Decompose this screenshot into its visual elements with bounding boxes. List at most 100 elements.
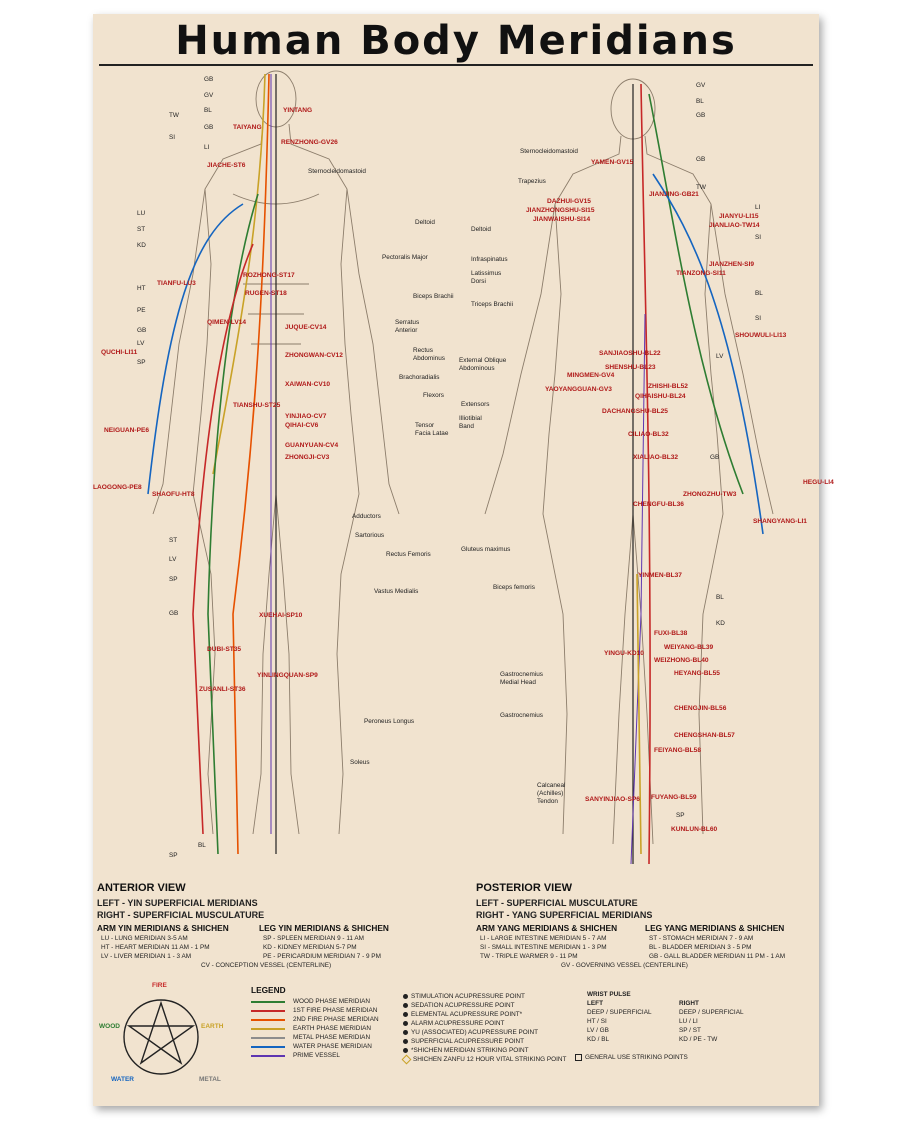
leg-yang-line: BL - BLADDER MERIDIAN 3 - 5 PM: [649, 944, 752, 951]
legend-swatch: [251, 1028, 285, 1030]
acupressure-point: QIHAI-CV6: [285, 422, 319, 429]
arm-yin-line: LU - LUNG MERIDIAN 3-5 AM: [101, 935, 188, 942]
element-water: WATER: [111, 1076, 134, 1083]
acupressure-point: HEGU-LI4: [803, 479, 834, 486]
muscle-label: Sartorious: [355, 532, 385, 539]
acupressure-point: CILIAO-BL32: [628, 431, 669, 438]
legend-swatch: [251, 1019, 285, 1021]
acupressure-point: FEIYANG-BL58: [654, 747, 702, 754]
acupressure-point: WEIYANG-BL39: [664, 644, 714, 651]
legend-meridian-label: METAL PHASE MERIDIAN: [293, 1034, 371, 1041]
acupressure-point: JIANLIAO-TW14: [709, 222, 760, 229]
legend-point-row: YU (ASSOCIATED) ACUPRESSURE POINT: [403, 1029, 538, 1036]
acupressure-point: YINTANG: [283, 107, 313, 114]
acupressure-point: CHENGJIN-BL56: [674, 705, 727, 712]
acupressure-point: DAZHUI-GV15: [547, 198, 591, 205]
acupressure-point: ZHONGJI-CV3: [285, 454, 330, 461]
legend-point-label: SEDATION ACUPRESSURE POINT: [411, 1002, 515, 1009]
acupressure-point: XAIWAN-CV10: [285, 381, 331, 388]
legend-point-label: YU (ASSOCIATED) ACUPRESSURE POINT: [411, 1029, 539, 1036]
element-wood: WOOD: [99, 1023, 120, 1030]
meridian-code: LV: [716, 353, 724, 360]
point-marker-icon: [403, 1002, 408, 1008]
meridian-code: GB: [696, 156, 706, 163]
legend-point-row: ELEMENTAL ACUPRESSURE POINT*: [403, 1011, 522, 1018]
acupressure-point: YAMEN-GV15: [591, 159, 634, 166]
general-point-label: GENERAL USE STRIKING POINTS: [585, 1054, 688, 1062]
wrist-pulse-heading: WRIST PULSE: [587, 991, 631, 998]
wrist-pulse-left-heading: LEFT: [587, 1000, 603, 1007]
acupressure-point: DUBI-ST35: [207, 646, 242, 653]
arm-yang-line: SI - SMALL INTESTINE MERIDIAN 1 - 3 PM: [480, 944, 607, 951]
muscle-label: Triceps Brachii: [471, 301, 514, 308]
acupressure-point: QUCHI-LI11: [101, 349, 138, 356]
meridian-code: GB: [204, 76, 214, 83]
acupressure-point: TAIYANG: [233, 124, 262, 131]
acupressure-point: FUXI-BL38: [654, 630, 688, 637]
gv-line: GV - GOVERNING VESSEL (CENTERLINE): [561, 962, 688, 969]
arm-yin-line: LV - LIVER MERIDIAN 1 - 3 AM: [101, 953, 192, 960]
acupressure-point: MINGMEN-GV4: [567, 372, 615, 379]
posterior-view-line2: RIGHT - YANG SUPERFICIAL MERIDIANS: [476, 910, 653, 920]
square-icon: [575, 1054, 582, 1061]
meridian-code: LV: [169, 556, 177, 563]
legend-point-label: ELEMENTAL ACUPRESSURE POINT*: [411, 1011, 523, 1018]
poster: Human Body Meridians: [93, 14, 834, 1106]
legend-point-row: SHICHEN ZANFU 12 HOUR VITAL STRIKING POI…: [401, 1054, 567, 1065]
meridian-code: SP: [169, 852, 178, 859]
muscle-label: Extensors: [461, 401, 490, 408]
meridian-code: LI: [755, 204, 761, 211]
meridian-code: GB: [137, 327, 147, 334]
acupressure-point: JIANWAISHU-SI14: [533, 216, 591, 223]
meridian-code: BL: [755, 290, 763, 297]
legend-point-label: STIMULATION ACUPRESSURE POINT: [411, 993, 525, 1000]
muscle-label: Rectus Abdominus: [413, 347, 445, 362]
acupressure-point: YINMEN-BL37: [638, 572, 682, 579]
legend-heading: LEGEND: [251, 985, 286, 995]
leg-yang-line: ST - STOMACH MERIDIAN 7 - 9 AM: [649, 935, 754, 942]
general-use-striking-points: GENERAL USE STRIKING POINTS: [575, 1054, 688, 1061]
muscle-label: Pectoralis Major: [382, 254, 428, 261]
muscle-label: Infraspinatus: [471, 256, 508, 263]
legend-meridian-label: WATER PHASE MERIDIAN: [293, 1043, 372, 1050]
acupressure-point: LAOGONG-PE8: [93, 484, 142, 491]
anterior-figure: [152, 70, 400, 854]
acupressure-point: XIALIAO-BL32: [633, 454, 679, 461]
legend-point-label: ALARM ACUPRESSURE POINT: [411, 1020, 505, 1027]
muscle-label: Tensor Facia Latae: [415, 422, 449, 437]
arm-yin-heading: ARM YIN MERIDIANS & SHICHEN: [97, 923, 229, 933]
meridian-code: LU: [137, 210, 146, 217]
legend-point-label: SHICHEN ZANFU 12 HOUR VITAL STRIKING POI…: [413, 1056, 567, 1064]
legend-point-row: STIMULATION ACUPRESSURE POINT: [403, 993, 525, 1000]
meridian-code: BL: [696, 98, 704, 105]
element-metal: METAL: [199, 1076, 221, 1083]
muscle-label: Adductors: [352, 513, 381, 520]
muscle-label: Brachoradialis: [399, 374, 440, 381]
acupressure-point: HEYANG-BL55: [674, 670, 720, 677]
acupressure-point: KUNLUN-BL60: [671, 826, 718, 833]
meridian-code: GB: [710, 454, 720, 461]
anterior-view-heading: ANTERIOR VIEW: [97, 882, 186, 894]
meridian-code: TW: [696, 184, 706, 191]
meridian-code: ST: [169, 537, 178, 544]
wrist-pulse-left: LV / GB: [587, 1027, 609, 1034]
point-marker-icon: [403, 1029, 408, 1035]
muscle-label: Deltoid: [471, 226, 491, 233]
anterior-view-line2: RIGHT - SUPERFICIAL MUSCULATURE: [97, 910, 265, 920]
legend-meridian-label: 2ND FIRE PHASE MERIDIAN: [293, 1016, 379, 1023]
acupressure-point: QIMEN-LV14: [207, 319, 247, 326]
leg-yang-line: GB - GALL BLADDER MERIDIAN 11 PM - 1 AM: [649, 953, 786, 960]
meridian-code: HT: [137, 285, 146, 292]
legend-meridian-label: 1ST FIRE PHASE MERIDIAN: [293, 1007, 378, 1014]
meridian-code: TW: [169, 112, 179, 119]
acupressure-point: JIANZHONGSHU-SI15: [526, 207, 595, 214]
acupressure-point: JIACHE-ST6: [207, 162, 246, 169]
acupressure-point: SHENSHU-BL23: [605, 364, 656, 371]
title-rule: [99, 64, 813, 66]
muscle-label: Flexors: [423, 392, 444, 399]
leg-yin-heading: LEG YIN MERIDIANS & SHICHEN: [259, 923, 389, 933]
acupressure-point: TIANZONG-SI11: [676, 270, 726, 277]
acupressure-point: XUEHAI-SP10: [259, 612, 303, 619]
arm-yang-line: TW - TRIPLE WARMER 9 - 11 PM: [480, 953, 578, 960]
meridian-code: SP: [137, 359, 146, 366]
